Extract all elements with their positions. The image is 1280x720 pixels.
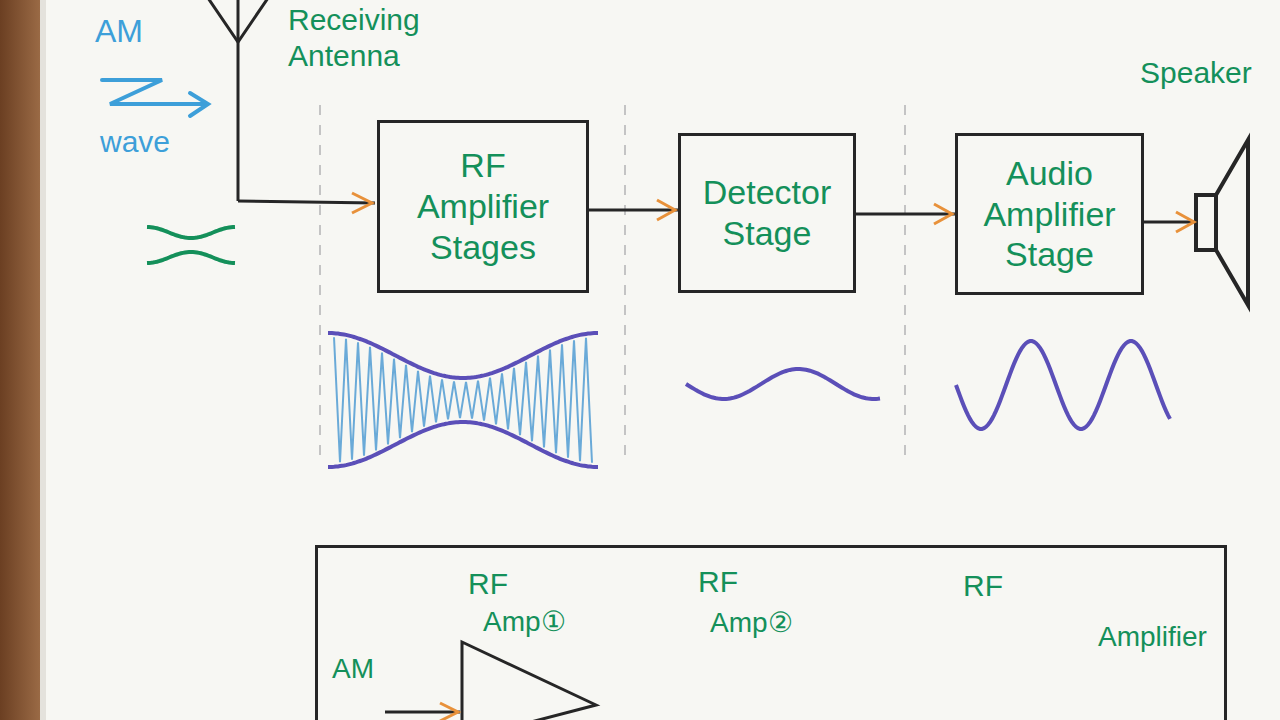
part-name: Receiving Antenna bbox=[288, 2, 463, 74]
am-envelope bbox=[328, 422, 598, 467]
stage-name: Amp① bbox=[483, 605, 566, 639]
signal-name: wave bbox=[100, 124, 170, 160]
process-box: Detector Stage bbox=[678, 133, 856, 293]
am-envelope bbox=[328, 333, 598, 378]
signal-name: AM bbox=[95, 12, 143, 50]
arrowhead bbox=[657, 200, 675, 220]
connector-line bbox=[589, 209, 678, 212]
carrier-wave bbox=[334, 337, 592, 463]
signal-name: AM bbox=[332, 652, 374, 686]
arrowhead bbox=[934, 204, 952, 224]
stage-name: Amplifier bbox=[1098, 620, 1207, 654]
part-name: Speaker bbox=[1140, 55, 1252, 91]
stage-name: RF bbox=[963, 568, 1003, 604]
am-signal-sketch bbox=[147, 227, 235, 238]
table-edge bbox=[0, 0, 40, 720]
am-signal-sketch bbox=[147, 252, 235, 263]
process-box: Audio Amplifier Stage bbox=[955, 133, 1144, 295]
speaker-symbol bbox=[1143, 140, 1248, 305]
box-label: Detector Stage bbox=[693, 172, 841, 254]
box-label: RF Amplifier Stages bbox=[392, 145, 574, 267]
amp-input-arrowhead bbox=[440, 703, 458, 720]
signal-arrow bbox=[856, 204, 955, 224]
output-arrowhead bbox=[1176, 212, 1194, 232]
connector-line bbox=[856, 213, 955, 216]
process-box: RF Amplifier Stages bbox=[377, 120, 589, 293]
block-diagram-frame: AMRFAmp①RFAmp②RFAmplifier bbox=[315, 545, 1227, 720]
stage-separators bbox=[320, 105, 905, 455]
box-label: Audio Amplifier Stage bbox=[970, 153, 1129, 275]
wave-arrow bbox=[102, 80, 208, 116]
audio-wave bbox=[956, 341, 1170, 429]
stage-name: RF bbox=[468, 566, 508, 602]
amplifier-symbol bbox=[385, 642, 596, 720]
detected-wave bbox=[686, 369, 880, 399]
input-arrowhead bbox=[352, 193, 372, 213]
signal-arrow bbox=[589, 200, 678, 220]
stage-name: Amp② bbox=[710, 606, 793, 640]
paper-edge bbox=[40, 0, 46, 720]
stage-name: RF bbox=[698, 564, 738, 600]
